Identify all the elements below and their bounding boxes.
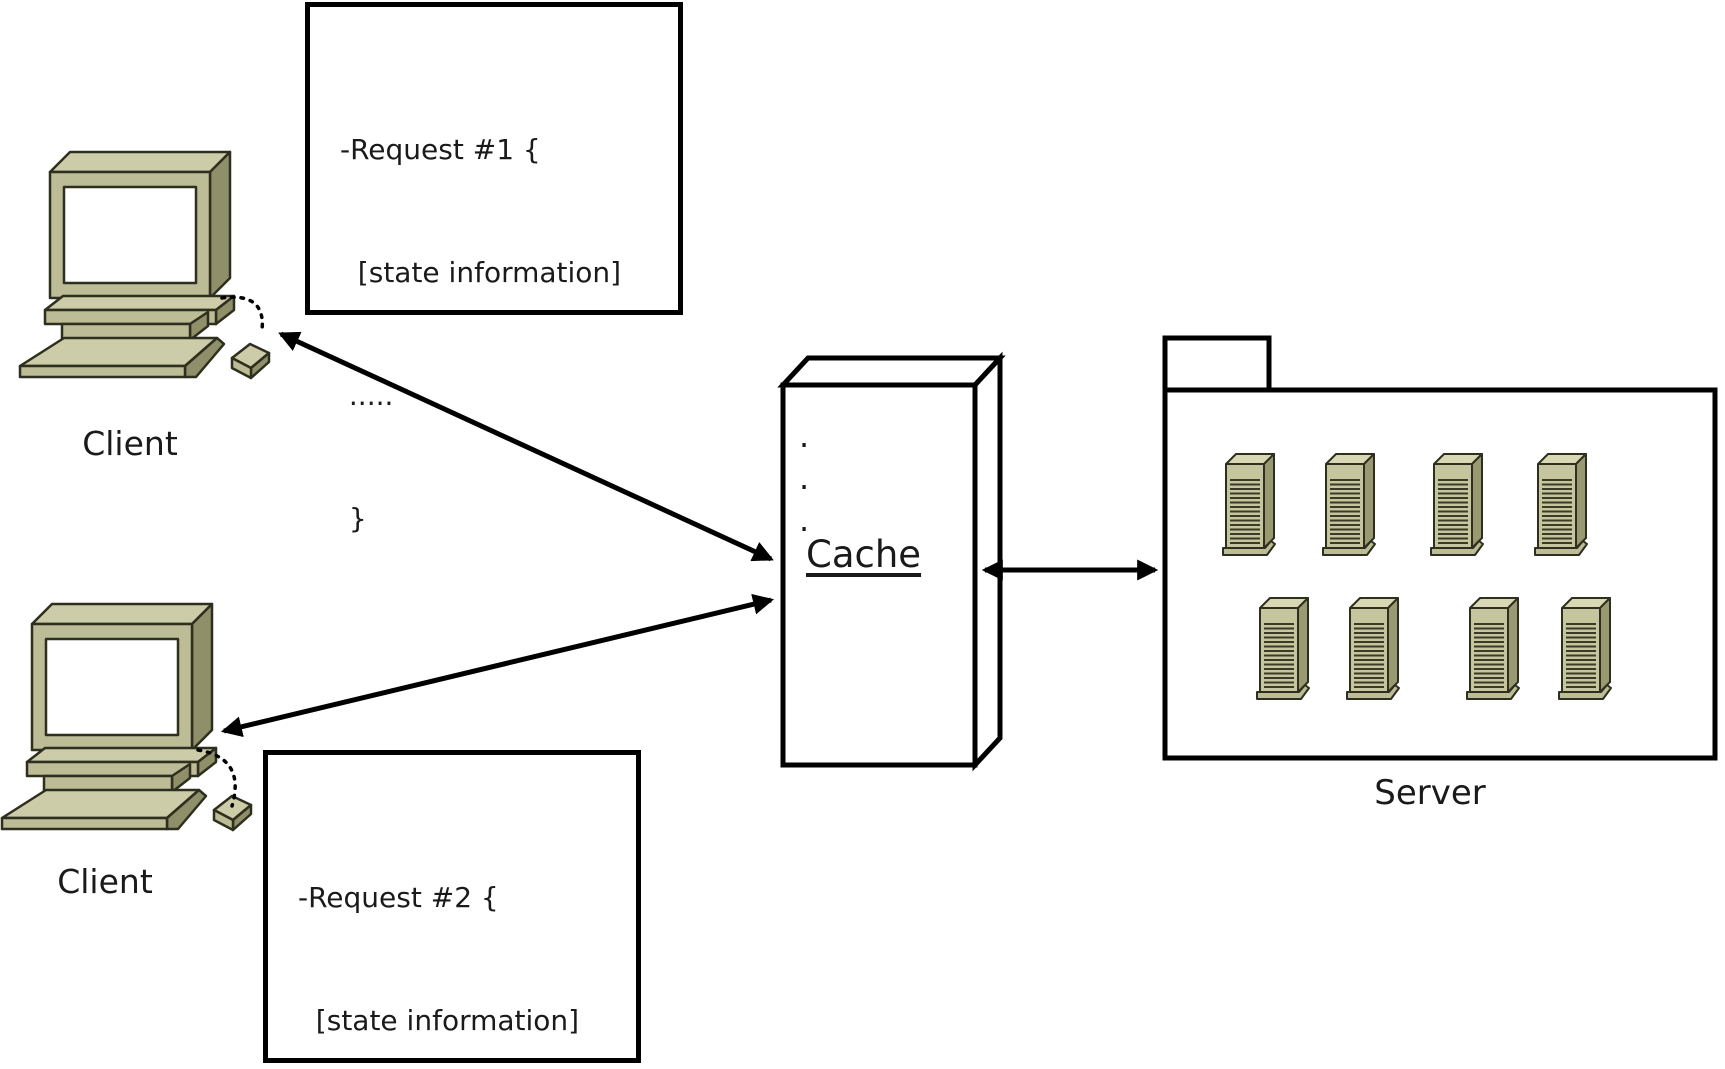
client-1-computer-icon <box>18 150 271 380</box>
request-2-text: -Request #2 { [state information] ..... … <box>268 755 636 1069</box>
request-1-line: } <box>340 502 367 535</box>
cache-dots: . . . <box>799 417 810 539</box>
request-1-line: -Request #1 { <box>340 133 541 166</box>
request-1-box: -Request #1 { [state information] ..... … <box>305 2 683 535</box>
server-tower-icon <box>1558 594 1614 700</box>
cache-label: Cache <box>806 533 922 576</box>
server-tower-icon <box>1256 594 1312 700</box>
server-label: Server <box>1374 773 1486 813</box>
request-1-line: [state information] <box>340 256 622 289</box>
server-tower-icon <box>1346 594 1402 700</box>
client-2-label: Client <box>57 862 153 901</box>
request-2-line: -Request #2 { <box>298 881 499 914</box>
client-1-label: Client <box>82 424 178 463</box>
request-2-box: -Request #2 { [state information] ..... … <box>263 750 641 1063</box>
server-tower-icon <box>1534 450 1590 556</box>
server-tower-icon <box>1222 450 1278 556</box>
server-tower-icon <box>1466 594 1522 700</box>
cache-box-icon <box>777 351 1006 772</box>
request-1-text: -Request #1 { [state information] ..... … <box>310 7 678 621</box>
server-tower-icon <box>1322 450 1378 556</box>
client-2-computer-icon <box>0 602 253 832</box>
request-2-line: [state information] <box>298 1004 580 1037</box>
request-1-line: ..... <box>340 379 394 412</box>
server-tower-icon <box>1430 450 1486 556</box>
